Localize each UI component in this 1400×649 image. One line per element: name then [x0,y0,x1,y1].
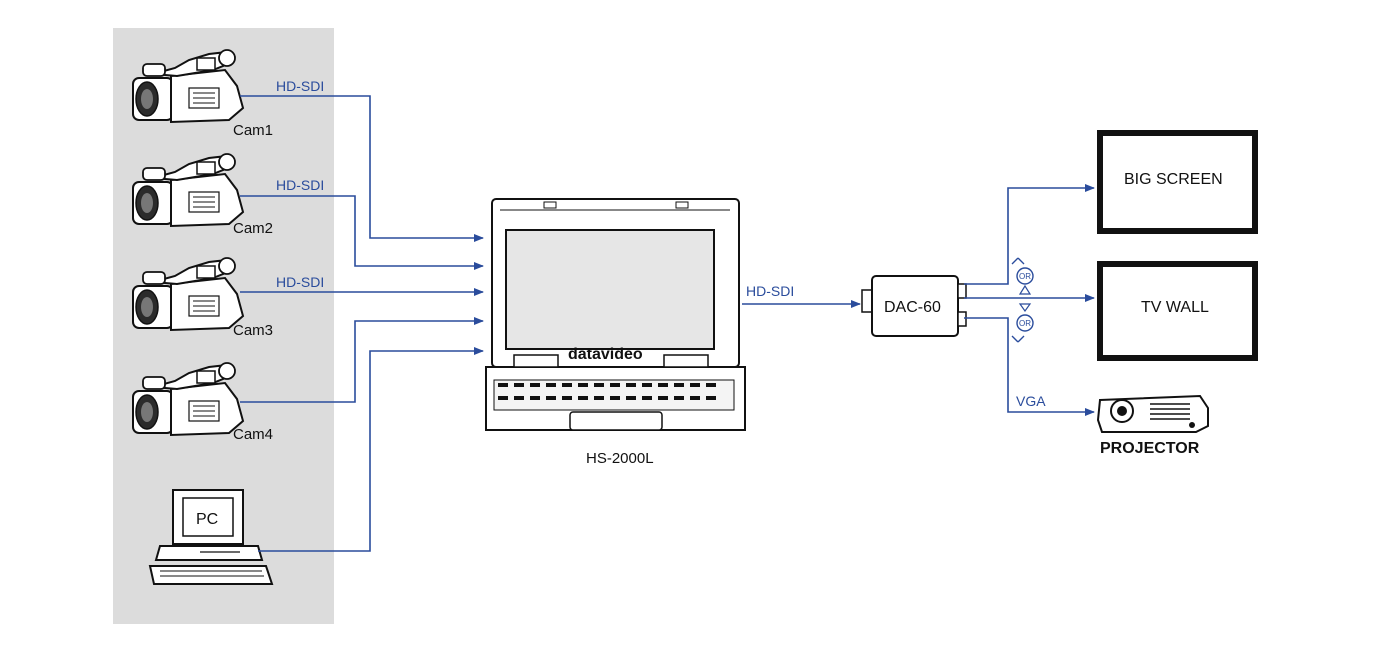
pc: PC [148,489,274,585]
link-label-cam3: HD-SDI [276,274,324,290]
big-screen: BIG SCREEN [1097,130,1258,234]
output-wires [964,184,1095,416]
camera-label: Cam2 [233,220,273,237]
projector: PROJECTOR [1096,394,1209,457]
big-screen-label: BIG SCREEN [1124,171,1223,188]
camera-label: Cam1 [233,122,273,139]
switcher-brand: datavideo [568,346,643,363]
converter-label: DAC-60 [884,299,941,316]
link-label-cam1: HD-SDI [276,78,324,94]
or-label: OR [1019,272,1031,281]
computer-icon [148,489,274,585]
converter: DAC-60 [861,275,967,337]
switcher-label: HS-2000L [586,450,654,467]
or-switch-icon: OR [1011,257,1034,295]
switcher: datavideo HS-2000L [485,198,746,467]
source-wires [240,95,484,552]
camera-4: Cam4 [132,362,273,443]
camera-label: Cam4 [233,426,273,443]
switcher-output-link-label: HD-SDI [746,283,794,299]
camera-label: Cam3 [233,322,273,339]
link-label-cam2: HD-SDI [276,177,324,193]
camera-3: Cam3 [132,257,273,339]
projector-label: PROJECTOR [1100,440,1200,457]
or-switch-icon: OR [1011,303,1034,343]
switcher-icon [485,198,746,431]
or-label: OR [1019,319,1031,328]
tv-wall: TV WALL [1097,261,1258,361]
projector-icon [1096,394,1209,433]
camera-2: Cam2 [132,153,273,237]
tv-wall-label: TV WALL [1141,299,1209,316]
pc-screen-label: PC [196,511,218,528]
camera-1: Cam1 [132,49,273,139]
projector-link-label: VGA [1016,393,1046,409]
